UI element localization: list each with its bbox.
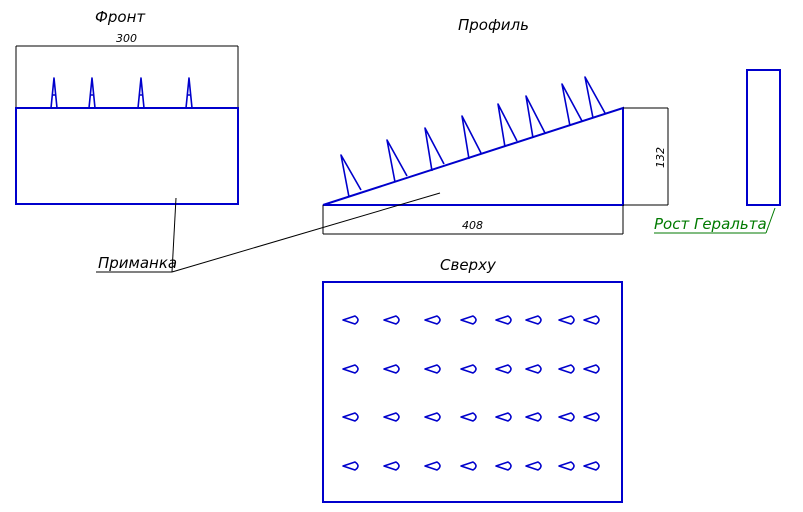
profile-spike (497, 103, 518, 148)
geralt-height-bar (746, 69, 781, 206)
profile-height-value: 132 (654, 147, 667, 168)
profile-length-dimension: 408 (322, 205, 624, 235)
top-spike (495, 412, 512, 422)
top-spike (558, 364, 575, 374)
front-spikes (50, 77, 193, 109)
top-spike (583, 412, 600, 422)
front-view-title: Фронт (95, 8, 146, 26)
top-view-title: Сверху (440, 256, 497, 274)
top-spike (460, 315, 477, 325)
top-spike (342, 364, 359, 374)
top-spike (424, 364, 441, 374)
top-spike (383, 412, 400, 422)
front-width-value: 300 (116, 32, 137, 45)
profile-spike (340, 154, 362, 198)
profile-length-value: 408 (462, 219, 483, 232)
front-width-dimension: 300 (15, 32, 239, 108)
geralt-callout: Рост Геральта (654, 207, 776, 234)
top-spike (495, 315, 512, 325)
front-spike (137, 77, 145, 109)
top-spike (383, 315, 400, 325)
profile-view-title: Профиль (458, 16, 529, 34)
top-spike (424, 461, 441, 471)
profile-spike (561, 83, 583, 127)
top-spike (342, 461, 359, 471)
profile-spike (584, 76, 606, 119)
profile-spike (424, 127, 445, 172)
top-spike (558, 461, 575, 471)
top-spike (424, 315, 441, 325)
profile-wedge (322, 106, 624, 206)
top-spike (558, 412, 575, 422)
profile-spike (461, 115, 482, 160)
top-spike (525, 461, 542, 471)
top-spike (383, 364, 400, 374)
top-spike (583, 461, 600, 471)
profile-height-dimension: 132 (623, 107, 669, 206)
top-spike (525, 412, 542, 422)
top-spike (583, 364, 600, 374)
top-spike (583, 315, 600, 325)
front-spike (185, 77, 193, 109)
top-spike (383, 461, 400, 471)
top-spike (495, 364, 512, 374)
bait-label: Приманка (98, 254, 177, 272)
top-view-spikes (342, 315, 600, 471)
top-spike (460, 364, 477, 374)
top-spike (558, 315, 575, 325)
top-spike (342, 315, 359, 325)
profile-spikes (340, 76, 606, 198)
top-spike (525, 364, 542, 374)
front-spike (88, 77, 96, 109)
top-spike (460, 461, 477, 471)
top-spike (495, 461, 512, 471)
top-view-plate (322, 281, 623, 503)
top-spike (525, 315, 542, 325)
bait-callout: Приманка (96, 192, 441, 273)
geralt-height-label: Рост Геральта (654, 215, 767, 233)
front-block (15, 107, 239, 205)
top-spike (424, 412, 441, 422)
top-spike (342, 412, 359, 422)
profile-spike (525, 95, 546, 139)
front-spike (50, 77, 58, 109)
top-spike (460, 412, 477, 422)
profile-spike (386, 139, 408, 183)
